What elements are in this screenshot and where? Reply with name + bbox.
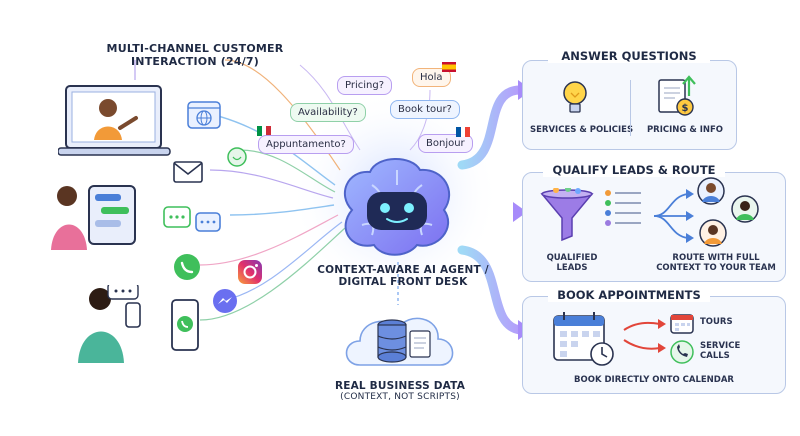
answer-questions-panel — [522, 60, 737, 150]
browser-globe-icon — [187, 101, 221, 129]
business-data-label-line1: REAL BUSINESS DATA — [334, 380, 466, 392]
svg-text:$: $ — [682, 103, 689, 114]
phone-call-icon — [670, 340, 694, 364]
instagram-icon — [238, 260, 262, 284]
bubble-pricing: Pricing? — [337, 76, 393, 95]
team-avatar-2-icon — [731, 195, 759, 223]
bubble-bonjour: Bonjour — [418, 134, 473, 153]
email-icon — [173, 161, 203, 183]
phone-user-illustration — [78, 285, 141, 363]
flag-spain-icon — [442, 62, 456, 72]
pricing-document-icon: $ — [658, 75, 696, 116]
service-calls-line2: CALLS — [700, 350, 730, 361]
tours-calendar-icon — [670, 314, 694, 334]
laptop-user-illustration — [58, 85, 171, 156]
whatsapp-icon — [174, 254, 200, 280]
leads-list-icon — [605, 190, 641, 226]
book-calendar-label: BOOK DIRECTLY ONTO CALENDAR — [574, 375, 734, 385]
bubble-book-tour: Book tour? — [390, 100, 460, 119]
ai-agent-label-line1: CONTEXT-AWARE AI AGENT / — [317, 264, 489, 276]
smartphone-whatsapp-icon — [171, 299, 199, 351]
calendar-clock-icon — [553, 312, 614, 366]
channels-title-line1: MULTI-CHANNEL CUSTOMER — [106, 42, 284, 55]
pricing-info-label: PRICING & INFO — [646, 125, 724, 135]
qualified-leads-label: QUALIFIED LEADS — [536, 253, 608, 274]
business-data-label: REAL BUSINESS DATA (CONTEXT, NOT SCRIPTS… — [310, 380, 490, 402]
tours-label: TOURS — [700, 317, 733, 327]
bubble-availability: Availability? — [290, 103, 366, 122]
business-data-label-line2: (CONTEXT, NOT SCRIPTS) — [340, 392, 460, 403]
route-context-label: ROUTE WITH FULL CONTEXT TO YOUR TEAM — [652, 253, 780, 274]
flag-france-icon — [456, 127, 470, 137]
cloud-database-icon — [345, 317, 454, 366]
service-calls-label: SERVICE CALLS — [700, 341, 750, 362]
qualified-leads-line2: LEADS — [556, 262, 588, 273]
tablet-user-illustration — [51, 185, 136, 250]
chat-icon — [227, 147, 247, 167]
qualify-leads-title: QUALIFY LEADS & ROUTE — [543, 163, 725, 177]
service-calls-line1: SERVICE — [700, 341, 741, 351]
appointment-arrows — [623, 319, 666, 353]
team-avatar-1-icon — [697, 177, 725, 205]
ai-brain-icon — [343, 158, 450, 256]
bubble-appuntamento: Appuntamento? — [258, 135, 354, 154]
messenger-icon — [213, 289, 237, 313]
team-avatar-3-icon — [699, 219, 727, 247]
bubble-hola: Hola — [412, 68, 451, 87]
sms-icon — [163, 206, 221, 232]
route-context-line1: ROUTE WITH FULL — [672, 253, 760, 263]
book-appointments-title: BOOK APPOINTMENTS — [548, 288, 710, 302]
channels-title: MULTI-CHANNEL CUSTOMER INTERACTION (24/7… — [95, 42, 295, 68]
services-policies-label: SERVICES & POLICIES — [530, 125, 634, 135]
qualified-leads-line1: QUALIFIED — [546, 253, 598, 263]
answer-divider — [630, 80, 631, 136]
ai-agent-label: CONTEXT-AWARE AI AGENT / DIGITAL FRONT D… — [298, 264, 508, 288]
lightbulb-icon — [563, 81, 587, 113]
funnel-icon — [540, 188, 594, 242]
route-context-line2: CONTEXT TO YOUR TEAM — [656, 262, 776, 273]
flag-italy-icon — [257, 126, 271, 136]
channels-title-line2: INTERACTION (24/7) — [131, 54, 259, 68]
answer-questions-title: ANSWER QUESTIONS — [548, 49, 710, 63]
ai-agent-label-line2: DIGITAL FRONT DESK — [338, 276, 468, 289]
routing-arrows — [653, 189, 694, 243]
